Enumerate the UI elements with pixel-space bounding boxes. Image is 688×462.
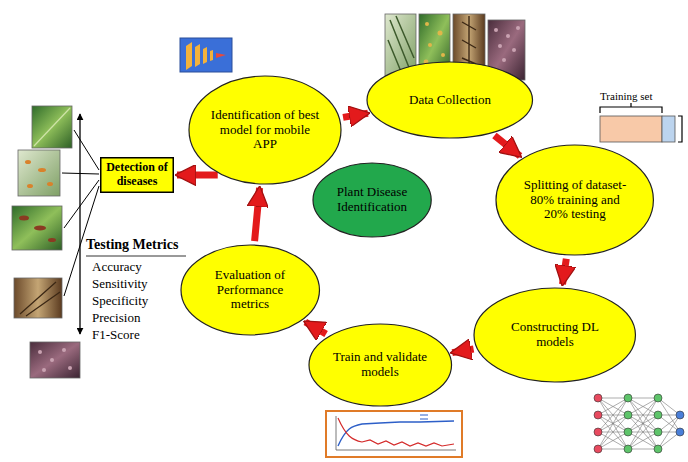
flow-arrow	[177, 172, 218, 179]
process-ellipse: Constructing DL models	[473, 287, 636, 383]
metric-name: Accuracy	[92, 259, 142, 275]
accuracy-curve	[338, 421, 454, 446]
leaf-photo	[12, 206, 62, 250]
metric-name: Sensitivity	[92, 276, 148, 292]
leaf-photo	[388, 16, 414, 74]
training-part	[600, 116, 662, 142]
cnn-layers	[186, 42, 213, 70]
node-label: Plant Disease Identification	[329, 185, 415, 215]
center-ellipse: Plant Disease Identification	[312, 162, 432, 238]
box-outline	[101, 158, 174, 193]
node-label: Constructing DL models	[496, 320, 614, 350]
chart-axes	[336, 416, 456, 450]
ellipse-outline	[474, 288, 635, 382]
heading-rule	[86, 256, 186, 257]
node-text-group: Identification of best model for mobile …	[210, 108, 321, 153]
chart-legend-marks	[420, 415, 428, 419]
loss-curve	[338, 418, 454, 446]
ellipse-outline	[189, 76, 341, 184]
leaf-photo	[14, 278, 62, 318]
flow-arrow	[563, 259, 567, 285]
grain-dots	[494, 26, 520, 62]
training-chart	[326, 411, 462, 457]
chart-frame	[326, 411, 462, 457]
nn-links	[598, 398, 680, 449]
node-text-group: Data Collection	[389, 93, 510, 108]
flow-arrow	[305, 322, 326, 334]
node-label: Detection of diseases	[103, 161, 171, 189]
flow-arrow	[494, 136, 520, 156]
process-ellipse: Train and validate models	[308, 323, 453, 407]
cnn-icon	[180, 38, 232, 72]
node-label: Data Collection	[389, 93, 510, 108]
disease-photos	[12, 106, 80, 378]
leader-line	[62, 173, 99, 174]
neural-network	[594, 394, 684, 453]
process-ellipse: Identification of best model for mobile …	[188, 75, 342, 185]
ellipse-outline	[496, 145, 653, 255]
bracket	[678, 116, 682, 142]
testing-part	[662, 116, 675, 142]
node-label: Identification of best model for mobile …	[210, 108, 321, 153]
process-ellipse: Splitting of dataset-80% training and 20…	[495, 144, 654, 256]
stalk	[20, 282, 60, 316]
metric-name: F1-Score	[92, 327, 140, 343]
nn-neurons	[594, 394, 684, 453]
node-text-group: Splitting of dataset-80% training and 20…	[517, 178, 632, 223]
double-arrow	[79, 114, 80, 334]
node-text-group: Evaluation of Performance metrics	[199, 268, 300, 313]
node-text-group: Plant Disease Identification	[329, 185, 415, 215]
grain-dots	[38, 348, 72, 372]
node-text-group: Constructing DL models	[496, 320, 614, 350]
node-text-group: Detection of diseases	[103, 161, 171, 189]
leaf-vein	[34, 108, 70, 146]
cnn-icon	[180, 38, 232, 72]
ellipse-outline	[309, 324, 452, 406]
leaf-photo	[30, 342, 80, 378]
ellipse-outline	[367, 62, 533, 138]
leaf-photo	[18, 150, 60, 196]
metric-name: Specificity	[92, 293, 148, 309]
leaf-photo	[32, 106, 72, 148]
process-ellipse: Data Collection	[366, 61, 534, 139]
node-text-group: Train and validate models	[328, 350, 432, 380]
flow-arrow	[343, 113, 368, 117]
flow-arrow	[452, 349, 473, 353]
ellipse-outline	[313, 163, 431, 237]
leader-line	[74, 130, 99, 170]
process-ellipse: Evaluation of Performance metrics	[180, 244, 320, 336]
training-set-label: Training set	[600, 88, 652, 104]
node-label: Splitting of dataset-80% training and 20…	[517, 178, 632, 223]
flow-arrow	[255, 188, 260, 241]
lesion-spots	[424, 22, 445, 64]
training-set-bar	[600, 103, 682, 142]
cnn-layers	[216, 53, 226, 58]
node-label: Train and validate models	[328, 350, 432, 380]
ellipse-outline	[181, 245, 319, 335]
lesion-spots	[19, 216, 56, 243]
metric-name: Precision	[92, 310, 140, 326]
bracket	[600, 103, 662, 113]
metrics-heading: Testing Metrics	[86, 237, 178, 253]
node-label: Evaluation of Performance metrics	[199, 268, 300, 313]
result-box: Detection of diseases	[100, 157, 174, 193]
lesion-spots	[25, 160, 53, 188]
